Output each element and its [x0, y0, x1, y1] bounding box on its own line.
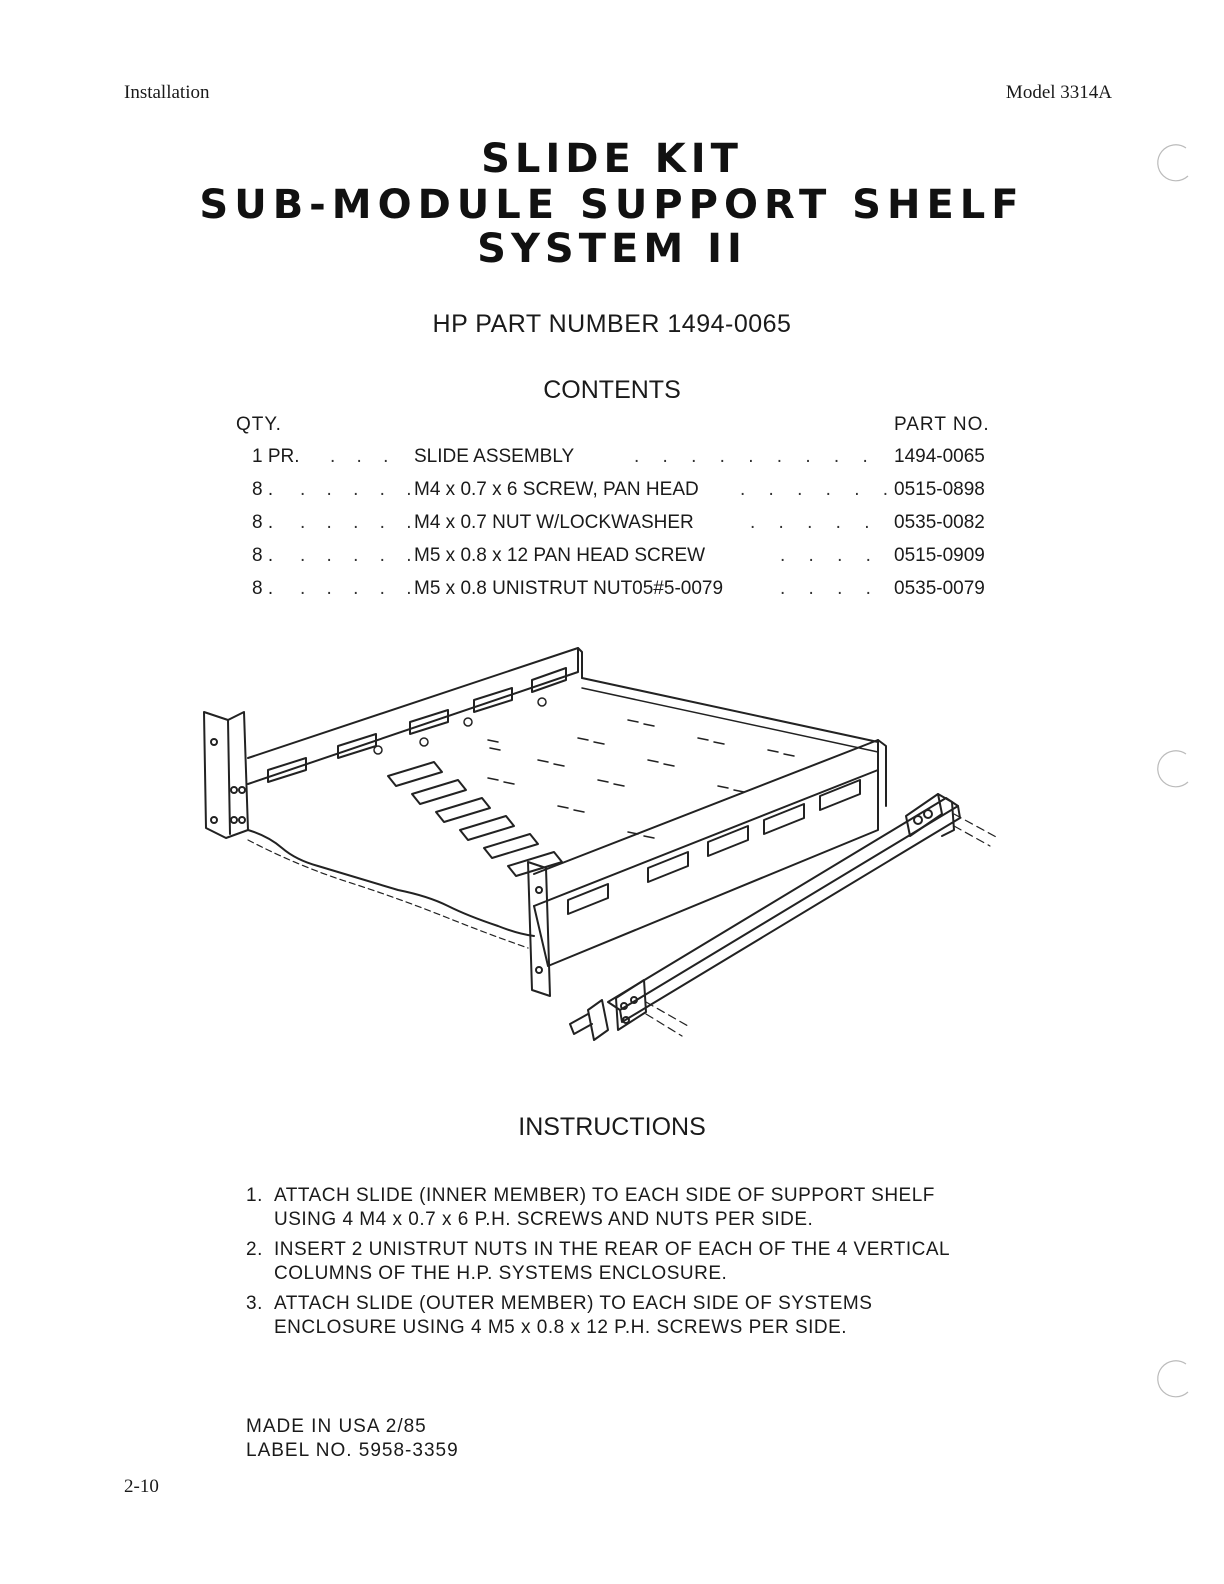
- contents-row: 1 PR. . . . SLIDE ASSEMBLY . . . . . . .…: [252, 446, 985, 467]
- step-number: 1.: [246, 1185, 263, 1206]
- row-description: M5 x 0.8 UNISTRUT NUT05#5-0079: [414, 578, 724, 599]
- step-text: INSERT 2 UNISTRUT NUTS IN THE REAR OF EA…: [274, 1239, 950, 1284]
- row-part: 0515-0909: [894, 545, 985, 566]
- page-number: 2-10: [124, 1476, 159, 1497]
- instruction-step: 2. INSERT 2 UNISTRUT NUTS IN THE REAR OF…: [246, 1238, 966, 1286]
- made-in-label: MADE IN USA 2/85: [246, 1416, 427, 1437]
- qty-column-header: QTY.: [236, 414, 282, 435]
- punch-hole-icon: [1157, 750, 1189, 788]
- instructions-heading: INSTRUCTIONS: [518, 1113, 706, 1141]
- title-line-1: SLIDE KIT: [481, 136, 743, 182]
- row-description: M4 x 0.7 x 6 SCREW, PAN HEAD: [414, 479, 699, 500]
- hp-part-number: HP PART NUMBER 1494-0065: [432, 310, 792, 338]
- title-line-2: SUB-MODULE SUPPORT SHELF: [199, 182, 1025, 228]
- row-part: 1494-0065: [894, 446, 985, 467]
- row-qty: 8 .: [252, 578, 274, 599]
- punch-hole-icon: [1157, 144, 1189, 182]
- contents-row: 8 . . . . . . M5 x 0.8 UNISTRUT NUT05#5-…: [252, 578, 985, 599]
- section-label: Installation: [124, 82, 210, 103]
- step-number: 2.: [246, 1239, 263, 1260]
- label-number: LABEL NO. 5958-3359: [246, 1440, 459, 1461]
- row-part: 0535-0082: [894, 512, 985, 533]
- row-description: M4 x 0.7 NUT W/LOCKWASHER: [414, 512, 694, 533]
- contents-row: 8 . . . . . . M4 x 0.7 x 6 SCREW, PAN HE…: [252, 479, 985, 500]
- row-description: SLIDE ASSEMBLY: [414, 446, 575, 467]
- contents-row: 8 . . . . . . M4 x 0.7 NUT W/LOCKWASHER …: [252, 512, 985, 533]
- row-qty: 8 .: [252, 545, 274, 566]
- title-line-3: SYSTEM II: [477, 226, 747, 272]
- step-text: ATTACH SLIDE (OUTER MEMBER) TO EACH SIDE…: [274, 1293, 873, 1338]
- contents-heading: CONTENTS: [543, 376, 681, 404]
- slide-shelf-drawing-icon: [203, 647, 998, 1041]
- row-qty: 8 .: [252, 512, 274, 533]
- instruction-step: 1. ATTACH SLIDE (INNER MEMBER) TO EACH S…: [246, 1184, 966, 1232]
- row-description: M5 x 0.8 x 12 PAN HEAD SCREW: [414, 545, 706, 566]
- row-qty: 1 PR.: [252, 446, 300, 467]
- step-text: ATTACH SLIDE (INNER MEMBER) TO EACH SIDE…: [274, 1185, 935, 1230]
- model-label: Model 3314A: [1005, 82, 1112, 103]
- instruction-step: 3. ATTACH SLIDE (OUTER MEMBER) TO EACH S…: [246, 1292, 966, 1340]
- part-column-header: PART NO.: [894, 414, 990, 435]
- row-part: 0535-0079: [894, 578, 985, 599]
- punch-hole-icon: [1157, 1360, 1189, 1398]
- row-part: 0515-0898: [894, 479, 985, 500]
- contents-row: 8 . . . . . . M5 x 0.8 x 12 PAN HEAD SCR…: [252, 545, 985, 566]
- step-number: 3.: [246, 1293, 263, 1314]
- row-qty: 8 .: [252, 479, 274, 500]
